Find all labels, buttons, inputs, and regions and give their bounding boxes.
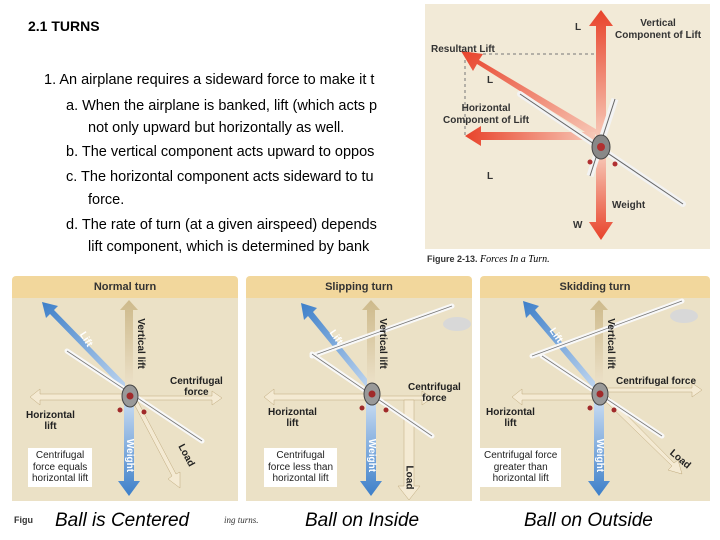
vertical-lift-arrow-slipping [362,300,380,394]
lift-arrow-skidding [523,301,602,394]
ball-label-outside: Ball on Outside [524,510,653,531]
vertical-lift-label-slipping: Vertical lift [376,318,388,369]
w-label: W [573,220,583,231]
weight-label-slipping: Weight [366,438,378,473]
vertical-lift-label-skidding: Vertical lift [604,318,616,369]
slipping-turn-diagram [263,300,471,501]
figure-top-caption-title: Forces In a Turn. [480,254,550,265]
vertical-lift-arrow-skidding [590,300,608,394]
turn-types-figure: Normal turn Slipping turn Skidding turn [12,276,710,501]
bullet-1d-line2: lift component, which is determined by b… [88,239,370,255]
normal-turn-diagram [29,300,223,496]
horizontal-lift-arrow-skidding [511,388,598,406]
load-label-slipping: Load [403,465,415,490]
vertical-component-label: Vertical Component of Lift [615,18,702,41]
turn-types-svg [29,298,703,501]
load-arrow-slipping [397,399,421,501]
l-label-mid: L [487,75,494,86]
centrifugal-box-slipping: Centrifugal force less than horizontal l… [264,448,338,487]
vertical-lift-arrow [589,10,613,137]
horizontal-component-label: Horizontal Component of Lift [443,103,530,126]
bullet-1d-line1: d. The rate of turn (at a given airspeed… [66,217,377,233]
weight-arrow-slipping [360,400,382,496]
skidding-turn-diagram [511,298,703,496]
ball-label-inside: Ball on Inside [305,510,420,531]
weight-label-skidding: Weight [594,438,606,473]
horizontal-lift-arrow-slipping [263,388,372,406]
weight-label-normal: Weight [124,438,136,473]
figure-bottom-caption-fragment: Figu [14,515,33,525]
vertical-lift-arrow-normal [120,300,138,396]
weight-label: Weight [612,200,646,211]
l-label-top: L [575,22,582,33]
bullet-1: 1. An airplane requires a sideward force… [44,72,375,88]
figure-top-caption-number: Figure 2-13. [427,254,478,264]
slide-title: 2.1 TURNS [28,18,100,34]
forces-diagram-svg [461,10,686,240]
slip-smoke [443,317,471,331]
centrifugal-label-normal: Centrifugal force [170,376,223,398]
panel-title-skidding: Skidding turn [480,276,710,298]
resultant-lift-arrow [461,51,599,137]
centrifugal-label-slipping: Centrifugal force [408,382,461,404]
horizontal-lift-label-normal: Horizontal lift [26,410,75,432]
resultant-lift-label: Resultant Lift [431,44,495,55]
horizontal-lift-label-skidding: Horizontal lift [486,407,535,429]
panel-title-normal: Normal turn [12,276,238,298]
banked-airplane-icon [517,91,686,207]
centrifugal-box-normal: Centrifugal force equals horizontal lift [28,448,93,487]
centrifugal-box-skidding: Centrifugal force greater than horizonta… [480,448,562,487]
bullet-1c-line2: force. [88,192,125,208]
bullet-1b: b. The vertical component acts upward to… [66,144,375,160]
vertical-lift-label-normal: Vertical lift [134,318,146,369]
horizontal-lift-label-slipping: Horizontal lift [268,407,317,429]
bullet-1a-line2: not only upward but horizontally as well… [88,120,345,136]
forces-in-turn-figure: Vertical Component of Lift Resultant Lif… [425,4,710,249]
lift-arrow-normal [42,302,134,396]
panel-title-slipping: Slipping turn [246,276,472,298]
centrifugal-label-skidding: Centrifugal force [616,376,697,387]
centrifugal-arrow-skidding [599,382,703,398]
ball-label-centered: Ball is Centered [55,510,190,531]
figure-bottom-caption-tail: ing turns. [224,515,259,525]
horizontal-lift-arrow-normal [29,388,130,406]
figure-top-caption: Figure 2-13. Forces In a Turn. [427,254,550,265]
skid-smoke [670,309,698,323]
weight-arrow-skidding [588,400,610,496]
weight-arrow-normal [118,400,140,496]
horizontal-lift-arrow [465,126,595,146]
l-label-low: L [487,171,494,182]
bullet-1c-line1: c. The horizontal component acts sidewar… [66,169,374,185]
bullet-1a-line1: a. When the airplane is banked, lift (wh… [66,98,378,114]
weight-arrow [589,154,613,240]
